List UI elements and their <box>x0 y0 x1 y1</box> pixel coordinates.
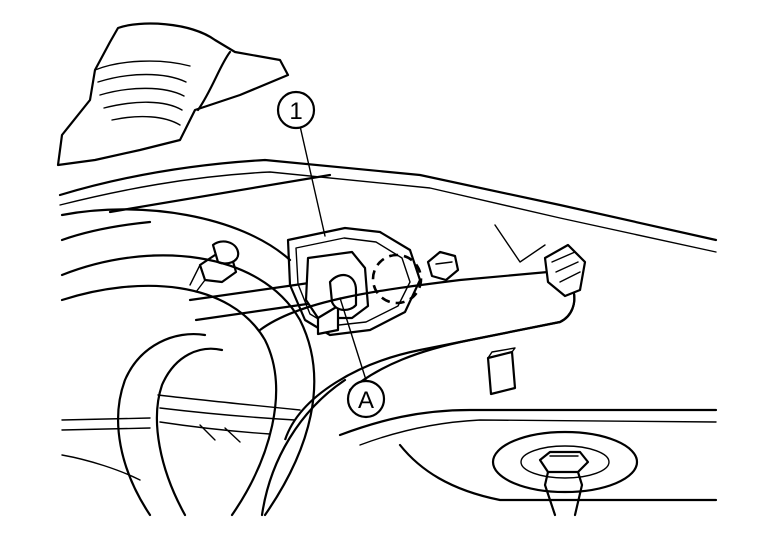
right-connector <box>543 243 587 298</box>
callout-A: A <box>346 379 386 419</box>
callout-A-label: A <box>358 387 374 414</box>
floor-pan <box>338 408 718 517</box>
leader-line-A <box>339 297 367 381</box>
upper-left-bracket <box>56 22 290 167</box>
mounting-bracket <box>286 226 423 337</box>
callout-1-label: 1 <box>289 98 302 125</box>
callout-1: 1 <box>276 90 316 130</box>
leader-line-1 <box>299 125 326 237</box>
body-panel <box>58 158 718 263</box>
right-bolt <box>426 250 460 282</box>
rubber-block <box>486 347 517 396</box>
lower-frame <box>61 394 301 481</box>
foreground-pipe <box>60 208 347 517</box>
